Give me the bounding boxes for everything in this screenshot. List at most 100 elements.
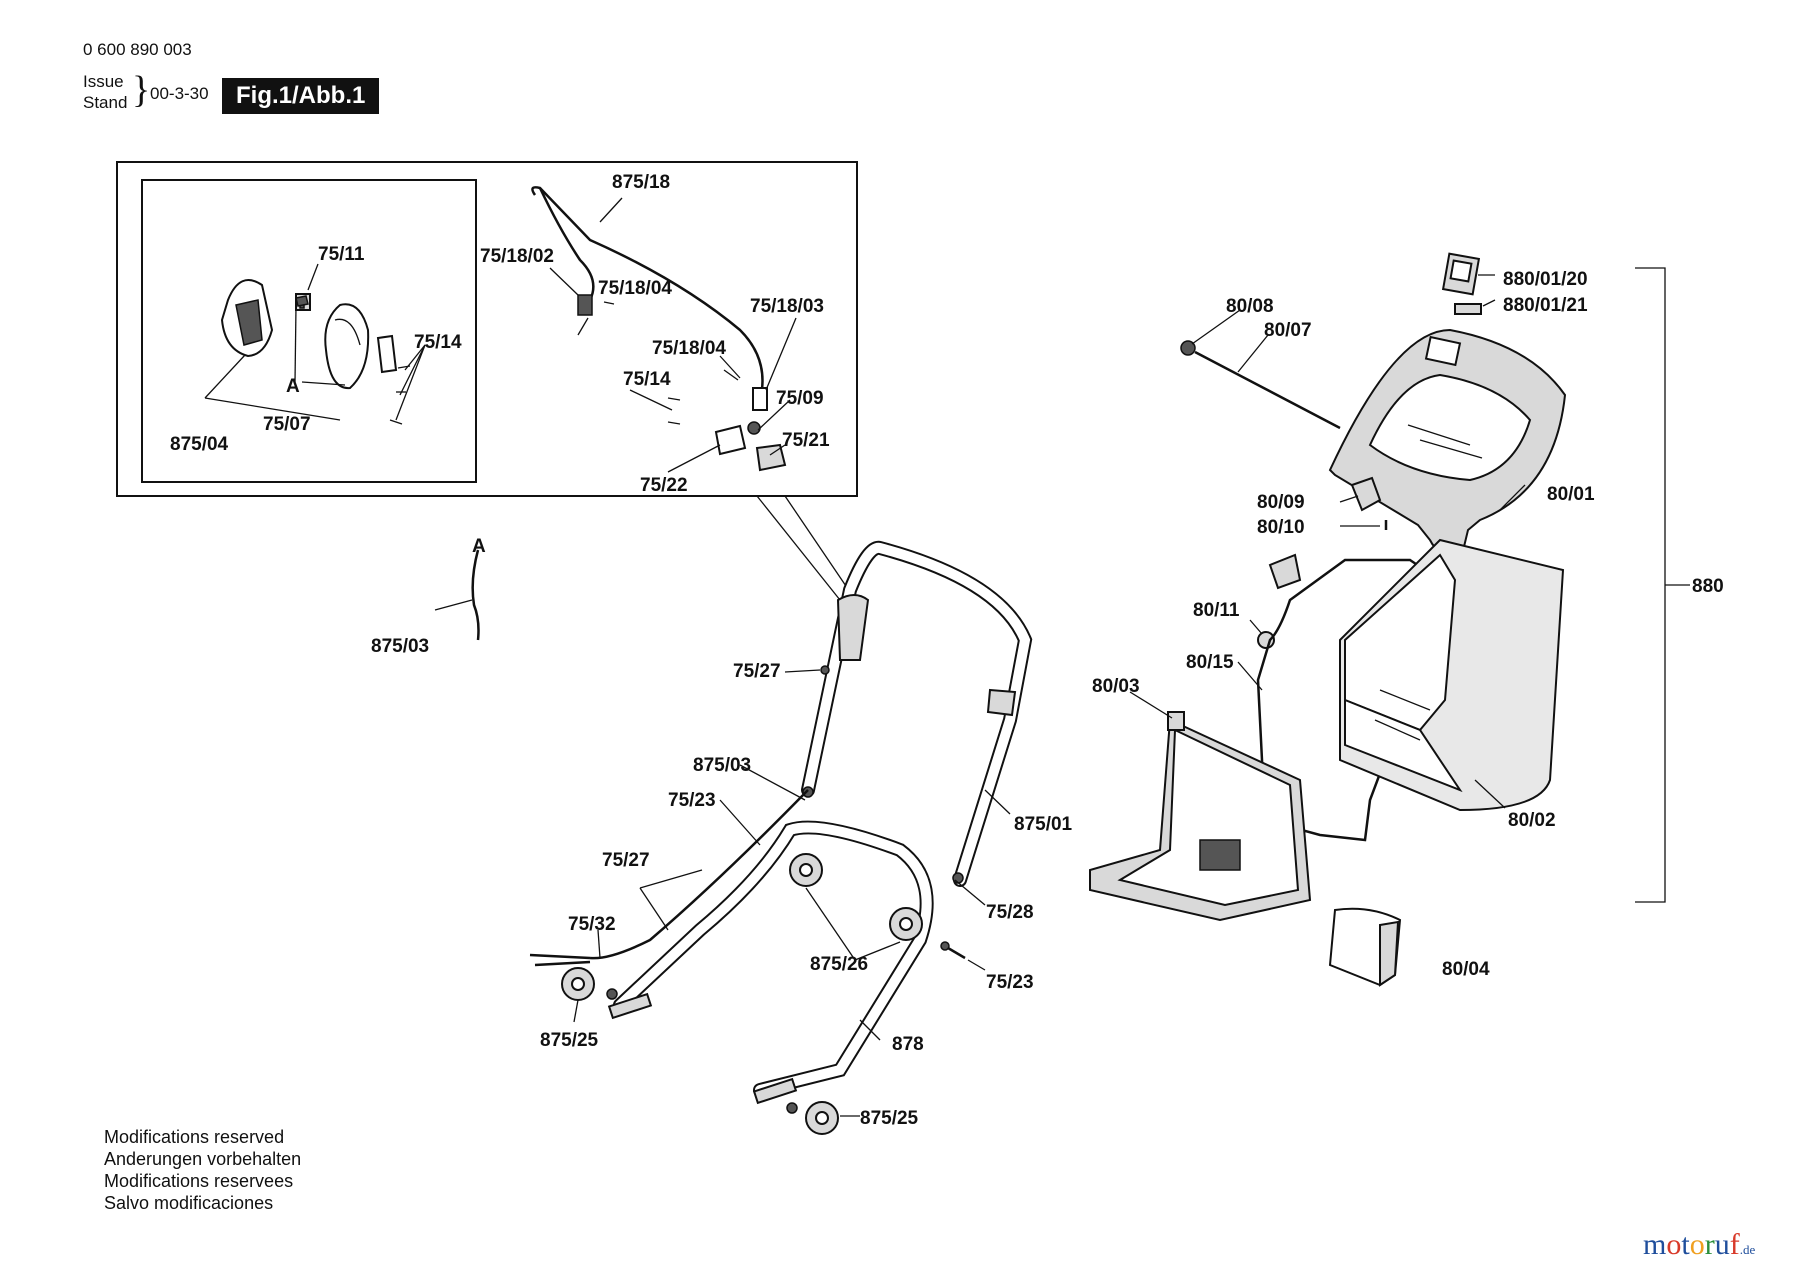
leader-75-18-04b: [719, 355, 741, 379]
label-875-01: 875/01: [1014, 814, 1073, 835]
label-75-21: 75/21: [782, 430, 830, 451]
label-880: 880: [1692, 576, 1724, 597]
brand-watermark: motoruf.de: [1643, 1228, 1755, 1262]
leader-75-14a-1: [404, 344, 426, 371]
leader-880-01-21: [1482, 299, 1496, 307]
detail-box-inner: [141, 179, 477, 483]
leader-75-18-03: [765, 317, 797, 391]
knob-875-26b: [889, 907, 923, 941]
screw-75-23b: [940, 941, 966, 960]
label-80-11: 80/11: [1193, 600, 1240, 621]
leader-80-15: [1237, 661, 1263, 691]
label-75-18-02: 75/18/02: [480, 246, 554, 267]
part-number: 0 600 890 003: [83, 40, 192, 59]
brand-prefix: motoruf: [1643, 1228, 1740, 1261]
leader-75-28: [954, 879, 986, 906]
label-875-04: 875/04: [170, 434, 229, 455]
leader-80-07: [1237, 334, 1269, 373]
leader-875-01: [984, 789, 1011, 815]
cable-ends: [529, 953, 591, 967]
switch-housing: [220, 279, 411, 425]
label-875-25a: 875/25: [540, 1030, 599, 1051]
label-75-18-03: 75/18/03: [750, 296, 824, 317]
label-80-02: 80/02: [1508, 810, 1556, 831]
note-es: Salvo modificaciones: [104, 1193, 274, 1213]
label-80-07: 80/07: [1264, 320, 1312, 341]
label-880-01-20: 880/01/20: [1503, 269, 1588, 290]
label-80-08: 80/08: [1226, 296, 1274, 317]
bracket-880: [1635, 267, 1690, 903]
label-80-03: 80/03: [1092, 676, 1140, 697]
label-875-18: 875/18: [612, 172, 670, 193]
leader-75-27b-2: [639, 887, 669, 931]
label-75-22: 75/22: [640, 475, 688, 496]
label-880-01-21: 880/01/21: [1503, 295, 1588, 316]
leader-875-03b: [739, 764, 806, 801]
label-875-26: 875/26: [810, 954, 868, 975]
label-75-07: 75/07: [263, 414, 311, 435]
modifications-note: Modifications reserved Anderungen vorbeh…: [104, 1126, 301, 1214]
nut-80-08: [1180, 340, 1196, 356]
rod-80-07: [1194, 350, 1341, 430]
label-75-14b: 75/14: [623, 369, 671, 390]
handle-cable: [589, 789, 809, 960]
leader-875-26-2: [854, 941, 901, 961]
detail-box-outer: [116, 161, 858, 497]
leader-875-25a: [573, 999, 579, 1023]
leader-75-27a: [784, 669, 821, 673]
clamp-left: [1268, 553, 1302, 590]
leader-75-22: [667, 444, 721, 473]
zoom-line-1: [756, 495, 841, 601]
leader-75-27b-1: [639, 869, 703, 889]
stand-label: Stand: [83, 93, 128, 112]
chute-80-03: [1089, 711, 1312, 922]
label-80-04: 80/04: [1442, 959, 1490, 980]
label-75-27a: 75/27: [733, 661, 781, 682]
label-875-25b: 875/25: [860, 1108, 919, 1129]
label-75-18-04a: 75/18/04: [598, 278, 672, 299]
flap-80-04: [1328, 907, 1402, 987]
leader-75-18-02: [549, 267, 579, 296]
label-75-18-04b: 75/18/04: [652, 338, 726, 359]
label-75-23a: 75/23: [668, 790, 716, 811]
leader-A1: [294, 305, 297, 383]
leader-875-18: [599, 197, 623, 223]
leader-878: [859, 1019, 881, 1041]
knob-875-25a: [561, 967, 618, 1001]
leader-75-23a: [719, 799, 761, 846]
label-80-09: 80/09: [1257, 492, 1305, 513]
figure-badge: Fig.1/Abb.1: [222, 78, 380, 114]
clamp-80-09: [1350, 476, 1388, 530]
note-fr: Modifications reservees: [104, 1171, 294, 1191]
label-875-03a: 875/03: [371, 636, 429, 657]
leader-75-14b: [629, 389, 673, 411]
label-75-32: 75/32: [568, 914, 616, 935]
knob-875-26a: [789, 853, 823, 887]
leader-75-14a-3: [395, 344, 426, 421]
leader-75-09: [757, 399, 791, 431]
leader-80-02: [1474, 779, 1506, 809]
label-plate-880-01-20: [1441, 252, 1481, 296]
leader-875-26-1: [805, 887, 856, 961]
upper-handle: [801, 540, 1033, 887]
cable-875-03: [471, 549, 480, 641]
leader-75-11: [307, 263, 319, 291]
label-80-15: 80/15: [1186, 652, 1234, 673]
label-75-27b: 75/27: [602, 850, 650, 871]
leader-80-08: [1191, 309, 1241, 345]
lower-handle: [607, 820, 934, 1105]
issue-label: Issue: [83, 72, 124, 91]
note-en: Modifications reserved: [104, 1127, 285, 1147]
handle-cable-detail: [531, 186, 787, 472]
leader-75-14a-2: [399, 344, 426, 396]
brace: }: [132, 69, 151, 111]
label-A-cable: A: [472, 536, 486, 557]
label-75-09: 75/09: [776, 388, 824, 409]
leader-75-23b: [967, 959, 986, 971]
label-80-01: 80/01: [1547, 484, 1595, 505]
label-A-detail: A: [286, 376, 300, 397]
label-875-03b: 875/03: [693, 755, 751, 776]
label-75-23b: 75/23: [986, 972, 1034, 993]
leader-80-01: [1499, 484, 1526, 511]
